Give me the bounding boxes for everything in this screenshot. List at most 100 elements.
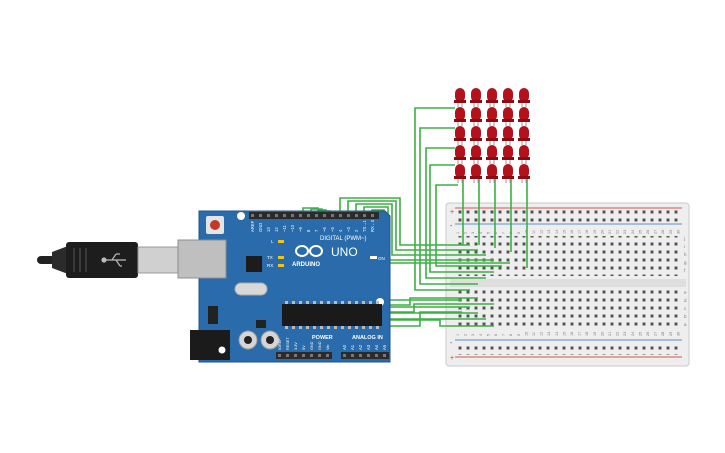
- pin-label: RX←0: [370, 219, 375, 232]
- led[interactable]: [486, 88, 498, 107]
- usb-port-on-board: [177, 239, 227, 279]
- led[interactable]: [470, 88, 482, 107]
- pin-label: A4: [374, 344, 379, 350]
- led[interactable]: [454, 126, 466, 145]
- chip-pin: [348, 326, 351, 329]
- reset-button[interactable]: [210, 220, 220, 230]
- wire-led-row-2[interactable]: [419, 127, 478, 285]
- uno-label: UNO: [331, 245, 358, 259]
- wire-pin-13[interactable]: [339, 197, 470, 246]
- digital-header[interactable]: [249, 212, 379, 219]
- column-number: 6: [494, 334, 498, 336]
- chip-pin: [292, 301, 295, 304]
- chip-pin: [285, 326, 288, 329]
- header-pin: [251, 214, 254, 217]
- wire-led-row-1[interactable]: [414, 107, 470, 291]
- upper-terminal-strip[interactable]: [458, 236, 682, 276]
- capacitor-top: [244, 336, 252, 344]
- arduino-brand: ARDUINO: [292, 262, 320, 268]
- led[interactable]: [486, 145, 498, 164]
- pin-label: A0: [342, 344, 347, 350]
- row-letter: f: [684, 268, 686, 273]
- led[interactable]: [502, 107, 514, 126]
- header-pin: [351, 354, 354, 357]
- lower-terminal-strip[interactable]: [458, 290, 682, 330]
- led-matrix[interactable]: [454, 88, 530, 183]
- row-letter: e: [684, 290, 687, 295]
- led[interactable]: [454, 164, 466, 183]
- pin-label: 12: [274, 227, 279, 232]
- column-number: 22: [616, 332, 620, 336]
- chip-pin: [327, 301, 330, 304]
- wire-pin-11[interactable]: [355, 203, 486, 256]
- led[interactable]: [502, 88, 514, 107]
- led[interactable]: [486, 107, 498, 126]
- led[interactable]: [518, 107, 530, 126]
- top-power-rail[interactable]: [458, 210, 682, 222]
- led[interactable]: [502, 126, 514, 145]
- led[interactable]: [470, 126, 482, 145]
- led[interactable]: [502, 164, 514, 183]
- led[interactable]: [470, 145, 482, 164]
- header-pin: [307, 214, 310, 217]
- led[interactable]: [454, 145, 466, 164]
- wire-led-row-3[interactable]: [425, 147, 486, 279]
- row-letter: g: [684, 260, 687, 265]
- column-number: 4: [479, 232, 483, 234]
- column-number: 15: [562, 332, 566, 336]
- chip-pin: [376, 326, 379, 329]
- atmega-chip: [282, 304, 382, 326]
- pin-label: A1: [350, 344, 355, 350]
- led[interactable]: [454, 107, 466, 126]
- arduino-logo: [295, 245, 323, 257]
- header-pin: [291, 214, 294, 217]
- led[interactable]: [486, 164, 498, 183]
- header-pin: [294, 354, 297, 357]
- header-pin: [299, 214, 302, 217]
- capacitor-top: [266, 336, 274, 344]
- bottom-power-rail[interactable]: [458, 342, 682, 355]
- pin-label: IOREF: [278, 338, 282, 350]
- led[interactable]: [518, 164, 530, 183]
- header-pin: [363, 214, 366, 217]
- analog-header[interactable]: [341, 352, 389, 359]
- header-pin: [259, 214, 262, 217]
- chip-pin: [306, 301, 309, 304]
- column-number: 19: [593, 230, 597, 234]
- led[interactable]: [454, 88, 466, 107]
- wire-led-row-5[interactable]: [435, 184, 502, 267]
- chip-pin: [369, 326, 372, 329]
- chip-pin: [313, 326, 316, 329]
- header-pin: [359, 354, 362, 357]
- column-number: 1: [456, 232, 460, 234]
- led[interactable]: [518, 126, 530, 145]
- wire-pin-10[interactable]: [363, 206, 494, 261]
- led[interactable]: [470, 107, 482, 126]
- chip-pin: [306, 326, 309, 329]
- pin-label: Vin: [326, 345, 330, 350]
- pin-label: ~5: [330, 227, 335, 232]
- chip-pin: [299, 301, 302, 304]
- led[interactable]: [518, 88, 530, 107]
- on-label: ON: [378, 256, 385, 261]
- chip-pin: [348, 301, 351, 304]
- center-channel: [450, 279, 686, 287]
- column-number: 20: [600, 332, 604, 336]
- row-letter: j: [683, 236, 685, 241]
- led[interactable]: [502, 145, 514, 164]
- row-letter: b: [684, 314, 687, 319]
- chip-pin: [341, 301, 344, 304]
- led[interactable]: [486, 126, 498, 145]
- column-number: 1: [456, 334, 460, 336]
- wire-led-row-4[interactable]: [429, 164, 494, 273]
- tx-label: TX: [267, 255, 273, 260]
- led[interactable]: [518, 145, 530, 164]
- header-pin: [318, 354, 321, 357]
- wire-pin-12[interactable]: [347, 200, 478, 251]
- led[interactable]: [470, 164, 482, 183]
- column-number: 9: [517, 232, 521, 234]
